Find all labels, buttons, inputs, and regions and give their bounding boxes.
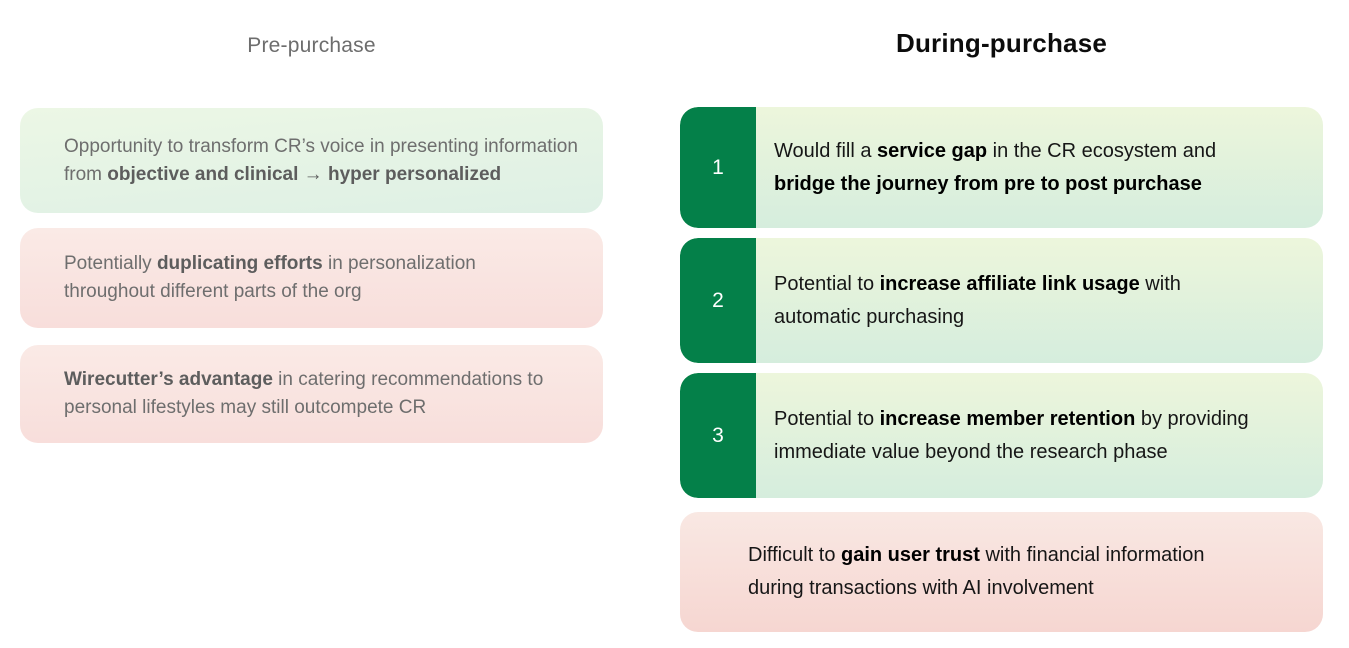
- card-text: Potential to increase affiliate link usa…: [774, 272, 1181, 328]
- card-text: Would fill a service gap in the CR ecosy…: [774, 139, 1217, 195]
- card-text: Wirecutter’s advantage in catering recom…: [64, 369, 544, 418]
- during-card-service-gap: 1 Would fill a service gap in the CR eco…: [680, 107, 1323, 228]
- card-text: Opportunity to transform CR’s voice in p…: [64, 135, 578, 185]
- card-text: Potential to increase member retention b…: [774, 407, 1249, 463]
- number-badge: 2: [680, 238, 756, 363]
- during-card-user-trust-risk: Difficult to gain user trust with financ…: [680, 512, 1323, 632]
- pre-card-duplicating-efforts: Potentially duplicating efforts in perso…: [20, 228, 603, 328]
- card-body: Potential to increase affiliate link usa…: [756, 238, 1323, 363]
- during-card-affiliate-links: 2 Potential to increase affiliate link u…: [680, 238, 1323, 363]
- card-body: Potential to increase member retention b…: [756, 373, 1323, 498]
- pre-card-opportunity: Opportunity to transform CR’s voice in p…: [20, 108, 603, 213]
- number-badge: 1: [680, 107, 756, 228]
- number-badge: 3: [680, 373, 756, 498]
- card-text: Difficult to gain user trust with financ…: [748, 544, 1205, 599]
- card-text: Potentially duplicating efforts in perso…: [64, 253, 476, 302]
- card-body: Would fill a service gap in the CR ecosy…: [756, 107, 1323, 228]
- pre-purchase-column: Pre-purchase Opportunity to transform CR…: [20, 0, 603, 648]
- pre-card-wirecutter-advantage: Wirecutter’s advantage in catering recom…: [20, 345, 603, 443]
- during-card-member-retention: 3 Potential to increase member retention…: [680, 373, 1323, 498]
- during-purchase-column: During-purchase 1 Would fill a service g…: [680, 0, 1323, 648]
- during-purchase-title: During-purchase: [895, 28, 1108, 58]
- pre-purchase-title: Pre-purchase: [247, 34, 376, 57]
